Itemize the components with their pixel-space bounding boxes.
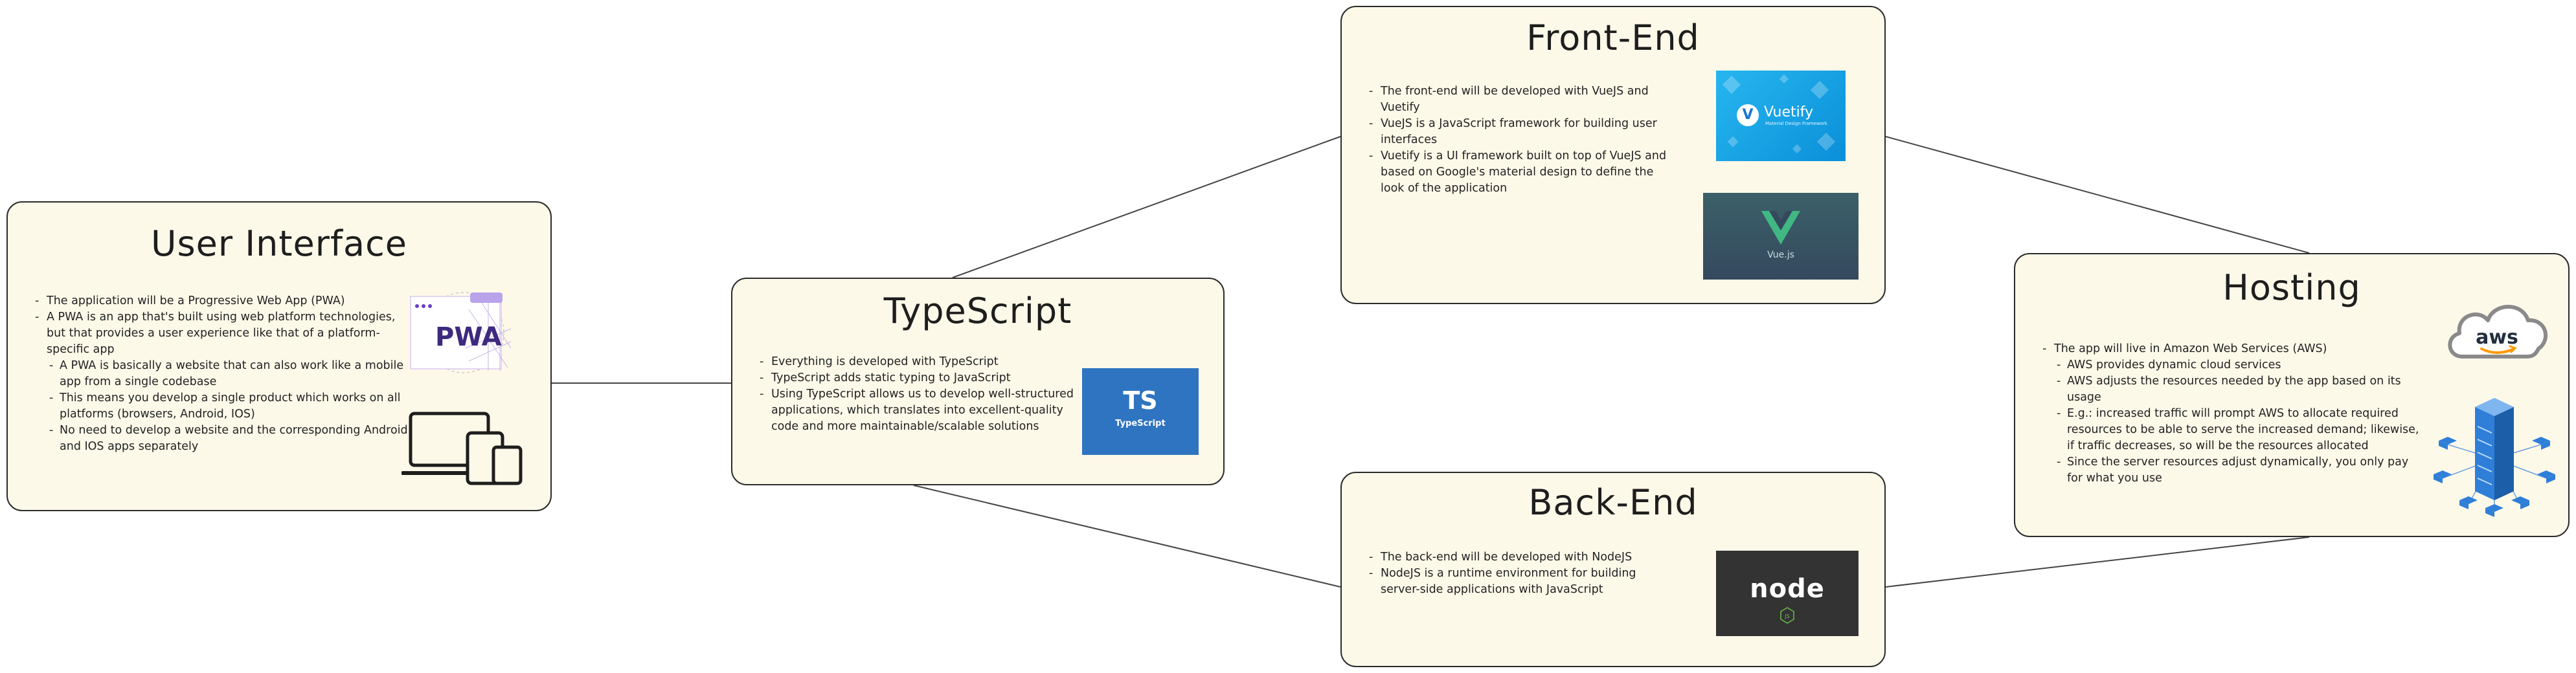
- card-front-end: Front-End The front-end will be develope…: [1340, 6, 1886, 304]
- vue-v-mark: [1761, 211, 1800, 245]
- typescript-logo-icon: TS TypeScript: [1082, 368, 1199, 455]
- nodejs-badge: JS: [1780, 607, 1794, 624]
- pwa-logo-icon: PWA: [410, 292, 512, 373]
- vuejs-logo-icon: Vue.js: [1703, 193, 1859, 280]
- aws-logo-text: aws: [2476, 326, 2518, 349]
- devices-icon: [401, 412, 523, 485]
- vuetify-name: Vuetify: [1764, 104, 1814, 120]
- sub-bullet-list: AWS provides dynamic cloud services AWS …: [2054, 357, 2422, 487]
- bullet-item: The front-end will be developed with Vue…: [1366, 83, 1671, 116]
- vuetify-logo-icon: V Vuetify Material Design Framework: [1716, 71, 1846, 161]
- card-title: TypeScript: [883, 291, 1072, 331]
- nodejs-logo-text: node: [1750, 574, 1825, 604]
- card-title: Front-End: [1526, 17, 1700, 58]
- card-title: Hosting: [2222, 267, 2361, 308]
- bullet-item: TypeScript adds static typing to JavaScr…: [757, 370, 1074, 386]
- vuetify-sub: Material Design Framework: [1765, 121, 1827, 126]
- vuejs-name: Vue.js: [1767, 250, 1794, 260]
- bullet-text: The app will live in Amazon Web Services…: [2054, 342, 2327, 355]
- bullet-text: A PWA is an app that's built using web p…: [47, 311, 396, 356]
- connector-frontend-hosting: [1885, 136, 2310, 254]
- sub-bullet-item: A PWA is basically a website that can al…: [47, 358, 408, 390]
- vuetify-mark: V: [1737, 104, 1759, 126]
- bullet-list: The app will live in Amazon Web Services…: [2040, 341, 2422, 487]
- bullet-item: A PWA is an app that's built using web p…: [32, 309, 408, 455]
- sub-bullet-list: A PWA is basically a website that can al…: [47, 358, 408, 455]
- connector-typescript-backend: [913, 485, 1341, 588]
- bullet-item: Everything is developed with TypeScript: [757, 354, 1074, 370]
- typescript-logo-big: TS: [1123, 386, 1158, 415]
- card-title: User Interface: [150, 223, 407, 264]
- pwa-logo-text: PWA: [435, 322, 502, 352]
- typescript-logo-small: TypeScript: [1115, 419, 1166, 428]
- sub-bullet-item: AWS adjusts the resources needed by the …: [2054, 373, 2422, 406]
- connector-backend-hosting: [1885, 536, 2310, 588]
- connector-typescript-frontend: [952, 136, 1341, 278]
- bullet-item: The back-end will be developed with Node…: [1366, 549, 1671, 566]
- nodejs-logo-icon: node JS: [1716, 551, 1859, 636]
- bullet-list: The back-end will be developed with Node…: [1366, 549, 1671, 598]
- sub-bullet-item: This means you develop a single product …: [47, 390, 408, 423]
- server-cluster-icon: [2434, 398, 2555, 517]
- sub-bullet-item: Since the server resources adjust dynami…: [2054, 454, 2422, 487]
- nodejs-badge-text: JS: [1784, 613, 1789, 619]
- bullet-item: The application will be a Progressive We…: [32, 293, 408, 309]
- sub-bullet-item: AWS provides dynamic cloud services: [2054, 357, 2422, 373]
- bullet-list: The front-end will be developed with Vue…: [1366, 83, 1671, 197]
- card-title: Back-End: [1528, 482, 1698, 523]
- card-hosting: Hosting The app will live in Amazon Web …: [2014, 253, 2570, 537]
- card-user-interface: User Interface The application will be a…: [6, 201, 552, 511]
- bullet-item: Vuetify is a UI framework built on top o…: [1366, 148, 1671, 197]
- bullet-list: The application will be a Progressive We…: [32, 293, 408, 455]
- card-typescript: TypeScript Everything is developed with …: [731, 278, 1225, 485]
- bullet-item: Using TypeScript allows us to develop we…: [757, 386, 1074, 435]
- bullet-list: Everything is developed with TypeScript …: [757, 354, 1074, 435]
- bullet-item: VueJS is a JavaScript framework for buil…: [1366, 116, 1671, 148]
- aws-cloud-icon: aws: [2448, 305, 2548, 359]
- bullet-item: NodeJS is a runtime environment for buil…: [1366, 566, 1671, 598]
- sub-bullet-item: No need to develop a website and the cor…: [47, 423, 408, 455]
- card-back-end: Back-End The back-end will be developed …: [1340, 472, 1886, 667]
- sub-bullet-item: E.g.: increased traffic will prompt AWS …: [2054, 406, 2422, 454]
- bullet-item: The app will live in Amazon Web Services…: [2040, 341, 2422, 487]
